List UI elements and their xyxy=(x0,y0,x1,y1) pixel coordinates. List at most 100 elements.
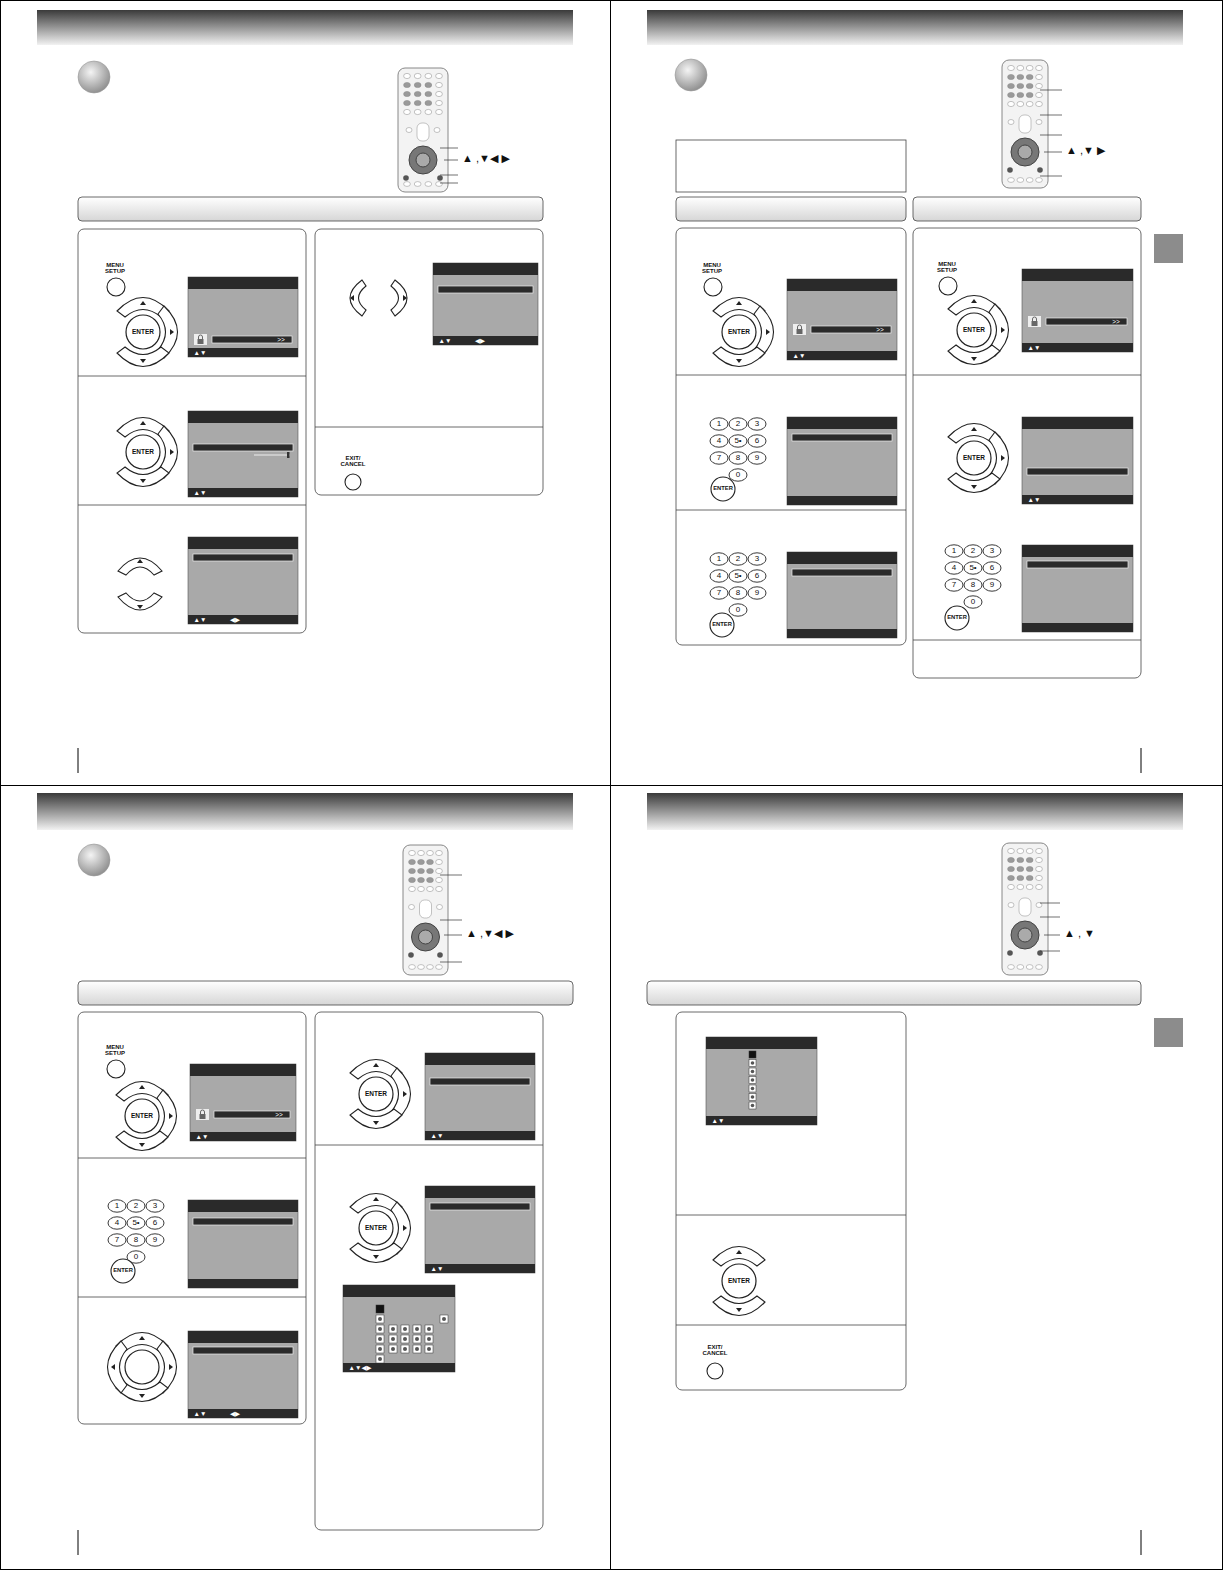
enter-pad xyxy=(713,298,774,367)
screen-text: ▲▼ xyxy=(439,337,452,344)
arrow-button xyxy=(350,280,366,316)
section-bullet xyxy=(675,59,707,91)
header-band xyxy=(37,793,573,830)
screen-text: ▲▼ xyxy=(793,352,806,359)
menu-screen xyxy=(343,1285,455,1372)
menu-screen xyxy=(1022,269,1133,352)
leader-line xyxy=(444,935,462,936)
screen-text: >> xyxy=(1112,318,1120,325)
title-bar xyxy=(647,981,1141,1005)
step-divider xyxy=(78,1158,306,1159)
leader-line xyxy=(440,920,462,921)
key-number: 1 xyxy=(717,555,721,563)
step-divider xyxy=(315,1145,543,1146)
enter-button xyxy=(111,1259,135,1283)
key-number: 7 xyxy=(115,1236,119,1244)
title-bar xyxy=(78,981,573,1005)
menu-screen xyxy=(188,277,298,357)
title-bar xyxy=(78,197,543,221)
key-number: 3 xyxy=(755,555,759,563)
step-divider xyxy=(78,1297,306,1298)
menu-button xyxy=(107,278,125,296)
button-label: ENTER xyxy=(132,449,154,456)
step-panel xyxy=(676,1012,906,1390)
leader-line xyxy=(440,183,458,184)
screen-text: ◀▶ xyxy=(230,616,240,623)
key-number: 5• xyxy=(734,437,741,445)
menu-screen xyxy=(188,411,298,497)
leader-line xyxy=(1040,135,1062,136)
button-label: ENTER xyxy=(947,615,967,621)
button-label: ENTER xyxy=(712,622,732,628)
screen-text: ▲▼ xyxy=(194,489,207,496)
title-bar xyxy=(676,197,906,221)
page-number-rule xyxy=(78,1530,79,1555)
screen-text: ◀▶ xyxy=(230,1410,240,1417)
key-number: 7 xyxy=(717,454,721,462)
screen-text: ◀▶ xyxy=(475,337,485,344)
step-divider xyxy=(78,505,306,506)
key-number: 8 xyxy=(971,581,975,589)
key-number: 4 xyxy=(717,437,721,445)
arrow-key-note: ▲ ,▼ ▶ xyxy=(1066,145,1105,156)
page-number-rule xyxy=(1141,1530,1142,1555)
side-tab xyxy=(1154,1018,1183,1047)
button-label: ENTER xyxy=(113,1268,133,1274)
step-divider xyxy=(913,640,1141,641)
screen-text: ▲▼ xyxy=(712,1117,725,1124)
arrow-key-note: ▲ ,▼◀ ▶ xyxy=(466,928,514,939)
menu-screen xyxy=(787,279,897,360)
button-label: ENTER xyxy=(365,1091,387,1098)
button-label: MENU SETUP xyxy=(699,262,725,274)
leader-line xyxy=(1044,152,1062,153)
screen-text: ▲▼ xyxy=(1028,344,1041,351)
step-divider xyxy=(676,375,906,376)
number-keypad xyxy=(108,1200,164,1263)
enter-button xyxy=(710,613,734,637)
screen-text: ▲▼ xyxy=(196,1133,209,1140)
screen-text: >> xyxy=(876,326,884,333)
remote-control xyxy=(1002,60,1062,188)
enter-pad xyxy=(948,424,1009,493)
enter-pad xyxy=(116,1082,177,1151)
header-band xyxy=(647,793,1183,830)
button-label: ENTER xyxy=(963,455,985,462)
title-bar xyxy=(913,197,1141,221)
button-label: ENTER xyxy=(728,1278,750,1285)
screen-text: ▲▼◀▶ xyxy=(349,1364,372,1371)
enter-pad xyxy=(117,418,178,487)
note-box xyxy=(676,140,906,192)
menu-button xyxy=(939,277,957,295)
enter-pad xyxy=(948,296,1009,365)
button-label: EXIT/ CANCEL xyxy=(339,455,367,467)
key-number: 3 xyxy=(755,420,759,428)
screen-text: >> xyxy=(277,336,285,343)
leader-line xyxy=(1040,115,1062,116)
step-divider xyxy=(78,376,306,377)
arrow-button xyxy=(118,593,162,610)
menu-screen xyxy=(787,417,897,505)
key-number: 0 xyxy=(736,606,740,614)
arrow-button xyxy=(391,280,407,316)
key-number: 6 xyxy=(153,1219,157,1227)
screen-text: ▲▼ xyxy=(1028,496,1041,503)
leader-line xyxy=(440,962,462,963)
leader-line xyxy=(444,160,458,161)
key-number: 9 xyxy=(153,1236,157,1244)
leader-line xyxy=(1040,903,1060,904)
page-number-rule xyxy=(1141,748,1142,773)
step-panel xyxy=(913,228,1141,678)
step-divider xyxy=(676,510,906,511)
leader-line xyxy=(1040,951,1060,952)
remote-control xyxy=(1002,843,1060,975)
key-number: 7 xyxy=(717,589,721,597)
key-number: 0 xyxy=(736,471,740,479)
key-number: 9 xyxy=(990,581,994,589)
screen-text: ▲▼ xyxy=(194,349,207,356)
leader-line xyxy=(1044,935,1060,936)
key-number: 6 xyxy=(990,564,994,572)
step-panel xyxy=(315,229,543,495)
key-number: 5• xyxy=(132,1219,139,1227)
enter-button xyxy=(711,477,735,501)
leader-line xyxy=(1040,176,1062,177)
